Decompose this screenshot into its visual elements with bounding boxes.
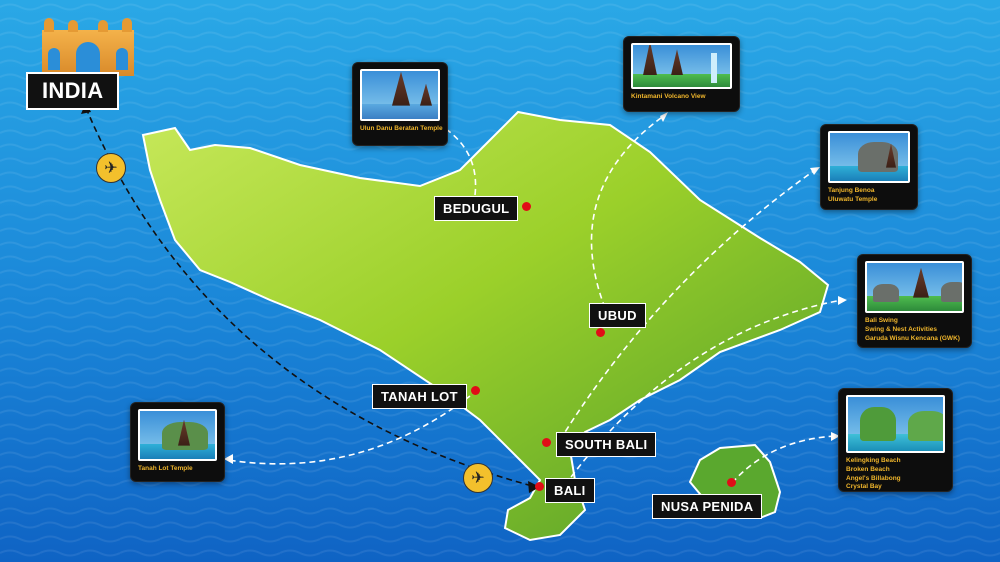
card-image-tanjung	[828, 131, 910, 183]
location-pin-nusa-penida	[727, 478, 736, 487]
route-ubud	[590, 114, 666, 309]
place-label-tanah-lot: TANAH LOT	[372, 384, 467, 409]
place-label-south-bali: SOUTH BALI	[556, 432, 657, 457]
origin-label: INDIA	[26, 72, 120, 110]
place-label-bali: BALI	[545, 478, 595, 503]
card-caption-kintamani: Kintamani Volcano View	[631, 93, 706, 100]
card-image-penida	[846, 395, 945, 453]
route-tanah-lot	[227, 395, 471, 465]
location-pin-tanah-lot	[471, 386, 480, 395]
card-caption-ulun-danu: Ulun Danu Beratan Temple	[360, 125, 443, 132]
card-image-swing	[865, 261, 964, 313]
location-pin-ubud	[596, 328, 605, 337]
location-pin-south-bali	[542, 438, 551, 447]
arrow-ubud	[660, 112, 668, 122]
place-label-bedugul: BEDUGUL	[434, 196, 519, 221]
place-label-nusa-penida: NUSA PENIDA	[652, 494, 763, 519]
card-ulun-danu: Ulun Danu Beratan Temple	[352, 62, 448, 146]
card-image-kintamani	[631, 43, 732, 89]
location-pin-bedugul	[522, 202, 531, 211]
airplane-icon: ✈	[463, 463, 493, 493]
place-label-ubud: UBUD	[589, 303, 646, 328]
airplane-icon: ✈	[96, 153, 126, 183]
route-tanjung	[559, 169, 816, 441]
arrow-penida	[831, 432, 840, 441]
arrow-swing	[838, 296, 847, 305]
route-india-bali	[85, 107, 537, 488]
card-caption-tanah-lot: Tanah Lot Temple	[138, 465, 193, 472]
bali-island	[141, 110, 830, 542]
card-image-tanah-lot	[138, 409, 217, 461]
location-pin-bali	[535, 482, 544, 491]
route-penida	[731, 435, 836, 484]
arrow-tanjung	[810, 167, 820, 175]
card-tanah-lot: Tanah Lot Temple	[130, 402, 225, 482]
card-image-ulun-danu	[360, 69, 440, 121]
gateway-of-india-icon	[42, 18, 134, 76]
arrow-tanah-lot	[224, 454, 233, 464]
route-arrow-bali	[528, 481, 540, 493]
card-kintamani: Kintamani Volcano View	[623, 36, 740, 112]
